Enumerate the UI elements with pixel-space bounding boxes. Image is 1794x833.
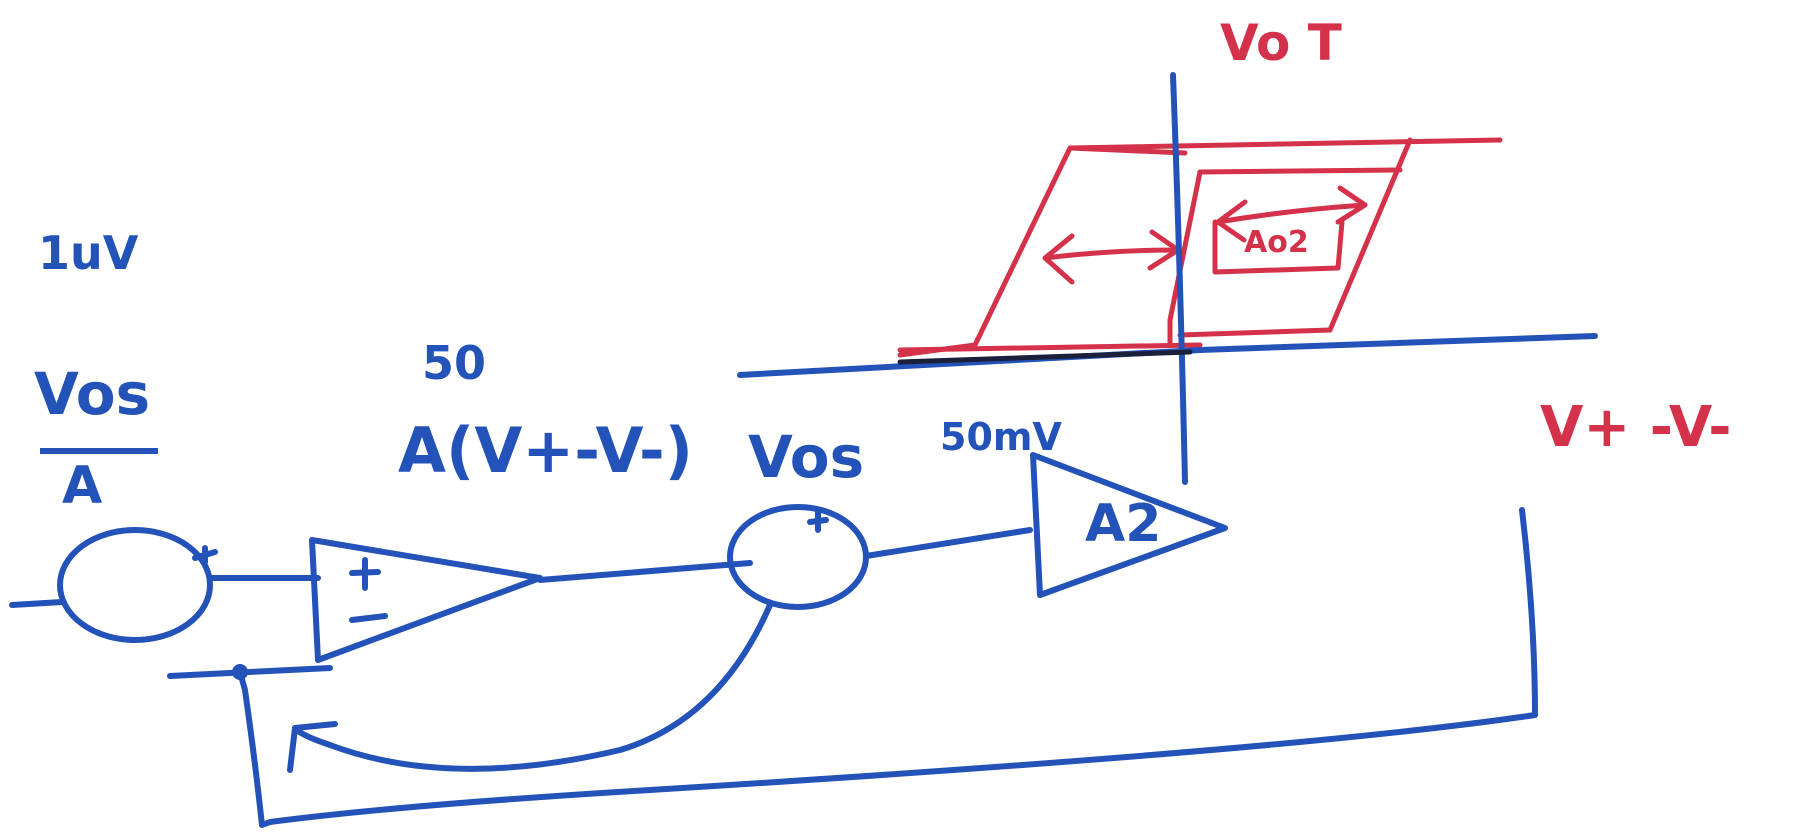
opamp-neg-input-wire: [167, 665, 333, 679]
hysteresis-inner-left: [1167, 169, 1203, 348]
opamp-plus-sign: [349, 557, 381, 591]
vos-over-a-denominator: A: [62, 456, 103, 516]
second-source-plus: [807, 509, 829, 533]
opamp-triangle: [309, 537, 543, 663]
top-red-label: Vo T: [1220, 14, 1342, 72]
vertical-axis: [1170, 72, 1188, 485]
offset-source-circle-right: [727, 504, 869, 610]
hysteresis-left-arrow: [1042, 229, 1181, 285]
hysteresis-top-line: [1067, 137, 1503, 151]
gain-expression-label: A(V+-V-): [398, 414, 694, 487]
signal-chain: [9, 452, 1538, 828]
left-small-label: 1uV: [38, 226, 139, 280]
a2-triangle: [1030, 452, 1228, 598]
hysteresis-loop: [897, 137, 1503, 358]
gain-fifty-label: 50: [422, 336, 487, 390]
feedback-junction: [232, 664, 248, 680]
offset-source-circle-left: [57, 527, 213, 643]
hysteresis-inner-top: [1197, 167, 1403, 175]
hysteresis-label: Ao2: [1244, 225, 1309, 260]
horizontal-axis: [737, 333, 1598, 378]
input-wire: [9, 599, 65, 608]
offset-source-plus: [192, 545, 218, 565]
a2-label: A2: [1085, 494, 1162, 554]
fifty-mv-label: 50mV: [940, 415, 1062, 459]
wire-opamp-to-second-source: [537, 560, 753, 583]
vos-mid-label: Vos: [748, 423, 865, 491]
output-feedback-loop: [237, 507, 1538, 828]
hysteresis-bottom-line: [897, 342, 1203, 353]
vos-over-a-numerator: Vos: [34, 360, 151, 428]
opamp-minus-sign: [349, 613, 388, 623]
axes: [737, 72, 1598, 485]
hysteresis-label-box: [1212, 219, 1345, 275]
dark-baseline: [897, 349, 1193, 365]
positive-feedback-loop: [287, 602, 773, 773]
right-red-label: V+ -V-: [1540, 395, 1732, 460]
fraction-bar: [40, 448, 158, 454]
wire-to-a2: [863, 527, 1033, 559]
hysteresis-right-edge: [1177, 137, 1413, 338]
hysteresis-right-arrow: [1215, 185, 1368, 243]
